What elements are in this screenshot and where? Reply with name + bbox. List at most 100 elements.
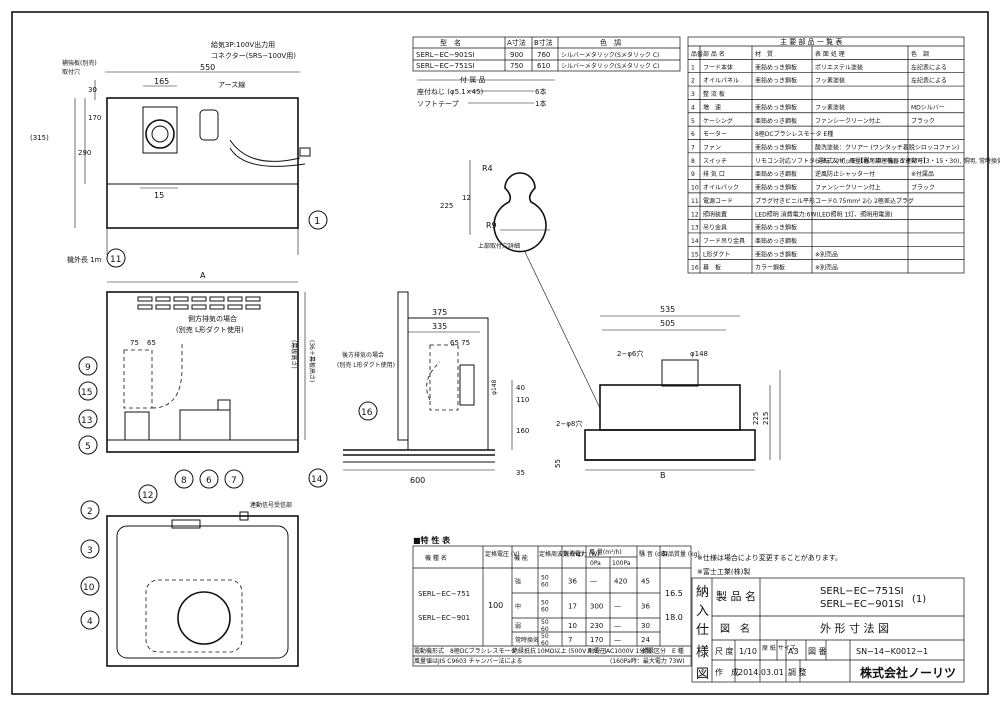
parts-cell-3-2: 亜鉛めっき鋼板 [755, 103, 797, 111]
model-row1-0: SERL−EC−751SI [416, 62, 475, 70]
louvers [137, 296, 261, 310]
spec-w-3: 7 [568, 636, 572, 644]
spec-h1: 定格電圧 (V) [485, 550, 520, 558]
callout-10-label: 10 [83, 583, 95, 593]
model-row0-1: 900 [510, 51, 523, 59]
dim-2-phi6: 2−φ6穴 [617, 349, 643, 358]
spec-w-2: 10 [568, 622, 577, 630]
product-label: 製 品 名 [716, 589, 756, 603]
dim-65-75: 65 75 [450, 339, 470, 347]
title-side-2: 仕 [696, 623, 709, 638]
spec-hz60-1: 60 [541, 607, 549, 614]
spec-w-0: 36 [568, 578, 577, 586]
spec-f1-4: 耐電圧 [588, 647, 606, 655]
spec-title: ■特 性 表 [413, 535, 451, 545]
callout-4-label: 4 [87, 617, 93, 627]
spec-mass-1: 18.0 [665, 613, 683, 622]
parts-cell-3-4: MDシルバー [911, 104, 945, 111]
spec-q100-3: — [614, 636, 621, 644]
parts-cell-8-4: ※付属品 [911, 170, 934, 178]
light [171, 519, 201, 529]
scale-value: 1/10 [739, 647, 757, 656]
parts-cell-4-4: ブラック [911, 117, 935, 125]
front-view [78, 281, 328, 489]
callout-16-label: 16 [361, 408, 373, 418]
top-exhaust-circle [145, 119, 175, 149]
note-1: ※富士工業(株)製 [697, 567, 750, 576]
dim-75-65: 75 [130, 339, 139, 347]
parts-cell-3-3: フッ素塗装 [815, 103, 845, 111]
parts-cell-0-3: ポリエステル塗装 [815, 63, 863, 71]
parts-cell-6-3: 酸洗塗装：クリアー (ワンタッチ着脱シロッコファン) [815, 143, 959, 151]
earth-wire [229, 139, 301, 162]
parts-cell-9-0: 10 [691, 185, 699, 192]
top-view-front [106, 183, 299, 229]
spec-q0-0: — [590, 578, 597, 586]
callout-1-label: 1 [314, 216, 320, 227]
hole-detail-label: 上部取付穴詳細 [478, 242, 520, 250]
parts-cell-14-3: ※別売品 [815, 250, 838, 258]
parts-cell-3-1: 増 速 [703, 103, 721, 111]
connector-label: コネクター(SRS−100V用) [211, 51, 296, 60]
mount-holes-label: 取付穴 [62, 68, 80, 76]
fan-casing [179, 409, 231, 441]
callout-7-label: 7 [231, 476, 237, 486]
dim-315: (315) [30, 134, 49, 142]
check-label: 調 整 [788, 667, 807, 677]
spec-f1-6: 絶縁区分 [642, 647, 666, 655]
spec-f1-5: AC1000V 1分間 [606, 647, 651, 655]
spec-h4: 消費電力 (W) [563, 550, 600, 558]
spec-hz50-0: 50 [541, 575, 549, 582]
parts-cell-10-1: 電源コード [703, 197, 733, 205]
dim-505: 505 [660, 319, 675, 328]
title-side-3: 様 [696, 645, 709, 660]
model-header-0: 型 名 [440, 38, 461, 47]
spec-db-3: 24 [641, 636, 650, 644]
spec-h2: 機 能 [514, 554, 528, 562]
parts-cell-5-1: モーター [703, 130, 727, 138]
dim-2-phi8: 2−φ8穴 [556, 419, 582, 428]
callout-6-label: 6 [206, 476, 212, 486]
parts-cell-13-0: 14 [691, 238, 699, 245]
parts-header-3: 表 面 処 理 [815, 50, 845, 58]
parts-cell-0-4: 左記表による [911, 63, 947, 71]
parts-cell-15-0: 16 [691, 265, 699, 272]
bottom-fan [177, 591, 231, 645]
spec-hz50-3: 50 [541, 633, 549, 640]
spec-sub1: 100Pa [612, 560, 631, 567]
spec-mode-3: 常時換気 [515, 636, 539, 644]
bottom-view [80, 484, 299, 667]
spec-q0-1: 300 [590, 603, 603, 611]
parts-cell-6-0: 7 [691, 144, 695, 151]
spec-f1-1: 8極DCブラシレスモータ [450, 647, 517, 655]
callout-1 [308, 210, 328, 230]
parts-cell-7-3: (運転 入/切, 風量(弱・中・強), タイマー(3・15・30), 照明, 常… [815, 157, 1000, 165]
dim-phi148: φ148 [690, 350, 708, 358]
dim-h2: (36＋幕板高さ) [308, 340, 316, 382]
parts-cell-12-0: 13 [691, 225, 699, 232]
model-row1-1: 750 [510, 62, 523, 70]
top-slot [199, 109, 219, 141]
parts-cell-4-2: 亜鉛めっき鋼板 [755, 117, 797, 125]
date-value: 2014.03.01 [738, 668, 784, 677]
parts-cell-9-1: オイルパック [703, 185, 739, 192]
dim-h1: (幕板高さ) [290, 340, 298, 369]
parts-cell-13-2: 亜鉛めっき鋼板 [755, 237, 797, 245]
parts-cell-14-1: L形ダクト [703, 250, 730, 258]
dim-15: 15 [154, 191, 164, 200]
dim-225-rear: 225 [752, 412, 760, 425]
spec-q0-2: 230 [590, 622, 603, 630]
model-row1-2: 610 [537, 62, 550, 70]
model-row0-3: シルバーメタリック(Sメタリック C) [561, 51, 659, 59]
spec-h5: 風 量(m³/h) [589, 549, 622, 556]
spec-hz60-0: 60 [541, 582, 549, 589]
model-row0-2: 760 [537, 51, 550, 59]
product-0: SERL−EC−751SI [820, 586, 904, 597]
rear-view [584, 315, 781, 471]
parts-cell-14-2: 亜鉛めっき鋼板 [755, 250, 797, 258]
spec-mode-1: 中 [515, 603, 521, 611]
parts-header-1: 部 品 名 [703, 50, 725, 58]
parts-cell-5-0: 6 [691, 131, 695, 138]
